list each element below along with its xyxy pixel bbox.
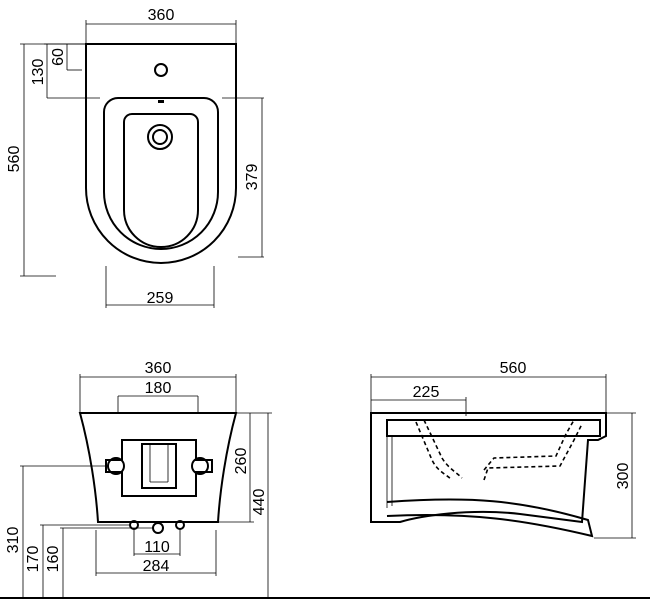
bracket-inner — [141, 443, 177, 489]
dim-bracket-spacing: 180 — [145, 380, 172, 397]
top-view: 360 130 60 560 379 259 — [6, 7, 264, 308]
dim-outlet-height-b: 170 — [25, 546, 42, 573]
dim-front-width: 360 — [145, 360, 172, 377]
dim-top-width: 360 — [148, 7, 175, 24]
bowl-rim — [103, 97, 219, 250]
side-view-rim — [386, 419, 601, 437]
dim-bracket-height: 260 — [233, 448, 250, 475]
bolt-right — [191, 457, 209, 475]
dim-outlet-height-c: 160 — [45, 546, 62, 573]
side-view: 560 225 300 — [370, 360, 636, 539]
dim-top-depth: 560 — [6, 146, 23, 173]
side-view-outline — [370, 412, 607, 524]
dim-side-depth: 560 — [500, 360, 527, 377]
front-view: 360 180 260 440 310 170 160 110 284 — [5, 360, 272, 598]
dim-side-height: 300 — [615, 463, 632, 490]
side-view-base — [386, 498, 594, 538]
dim-bowl-width: 259 — [147, 290, 174, 307]
dim-outlet-height-a: 310 — [5, 527, 22, 554]
hidden-pipe-left — [415, 421, 453, 481]
dim-bowl-depth: 379 — [244, 164, 261, 191]
top-view-outline — [85, 43, 237, 264]
dim-inlet-spacing: 110 — [144, 539, 170, 556]
hidden-pipe-right — [483, 423, 583, 481]
dim-tap-offset: 60 — [50, 48, 67, 66]
hidden-pipe-left-2 — [423, 419, 463, 479]
tap-hole — [154, 63, 168, 77]
drain-outer — [147, 124, 173, 150]
dim-inlet-offset: 225 — [413, 384, 440, 401]
drain-inner — [152, 129, 168, 145]
dim-base-width: 284 — [143, 558, 170, 575]
overflow-slot — [158, 100, 164, 103]
inlet-center — [152, 522, 164, 534]
hidden-pipe-right-2 — [483, 419, 575, 471]
dim-rim-offset: 130 — [30, 59, 47, 86]
dim-total-height: 440 — [251, 489, 268, 516]
bowl-inner — [123, 113, 199, 248]
